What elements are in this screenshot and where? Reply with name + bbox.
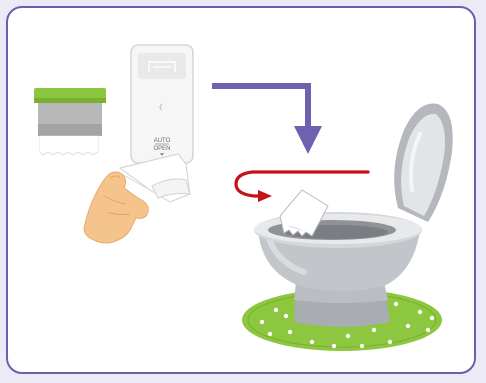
hand-holding-paper-icon: [84, 154, 190, 243]
paper-towel-dispenser-icon: AUTO OPEN: [131, 45, 193, 163]
dispenser-auto-label: AUTO: [154, 138, 171, 144]
toilet-paper-holder-icon: [34, 88, 106, 155]
dispenser-open-label: OPEN: [153, 146, 170, 152]
down-arrow-icon: [212, 86, 322, 154]
